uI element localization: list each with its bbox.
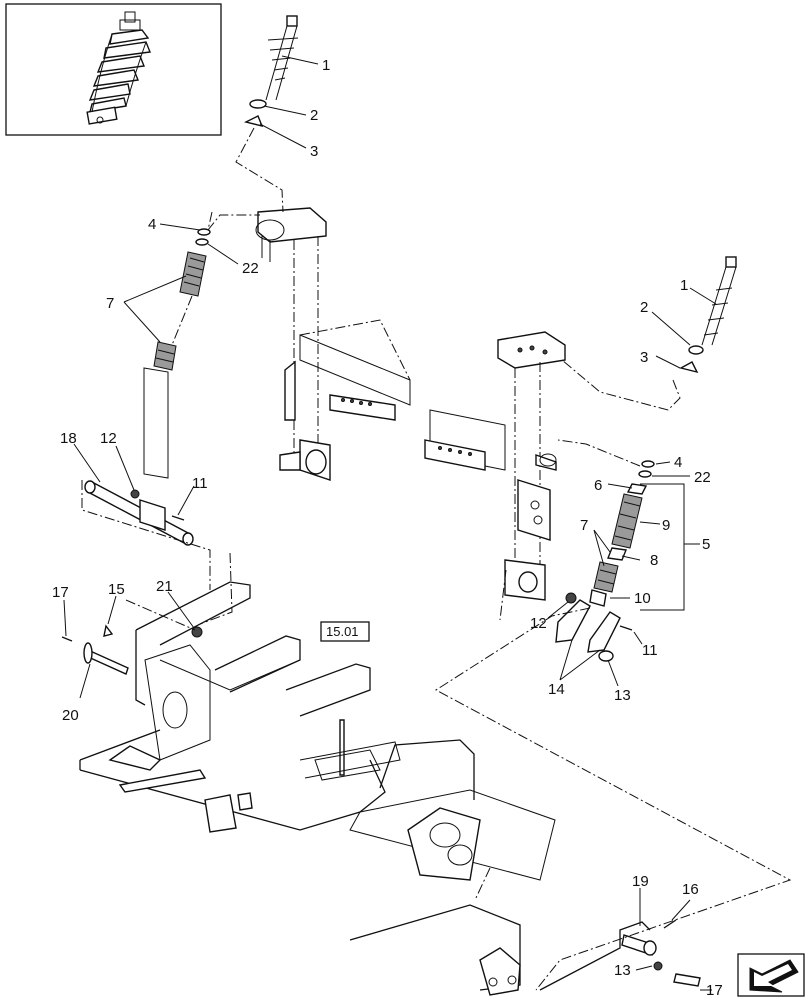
callout-5: 5 — [702, 536, 710, 553]
inset-spring-icon — [86, 11, 151, 125]
lever-19-assembly — [539, 919, 701, 991]
bolt-1-right — [679, 256, 737, 374]
callout-2-left: 2 — [310, 107, 318, 124]
washer-22-right — [638, 470, 652, 478]
callout-17-right: 17 — [706, 982, 723, 999]
installation-lines — [81, 127, 792, 991]
right-post-assembly — [424, 331, 566, 601]
callout-22-left: 22 — [242, 260, 259, 277]
callout-10: 10 — [634, 590, 651, 607]
callout-3-left: 3 — [310, 143, 318, 160]
left-spring-group — [143, 228, 211, 479]
left-post-assembly — [255, 207, 411, 481]
right-spring-group — [555, 460, 655, 662]
callout-15: 15 — [108, 581, 125, 598]
callout-3-right: 3 — [640, 349, 648, 366]
callout-11-left: 11 — [192, 475, 208, 492]
callout-4-right: 4 — [674, 454, 682, 471]
pin-20-assembly — [61, 624, 129, 675]
pin-16 — [663, 919, 677, 929]
shaft-18-assembly — [84, 480, 194, 546]
inset-spring-detail — [5, 3, 222, 136]
bolt-17-right — [673, 973, 701, 987]
bolt-11-right — [619, 625, 633, 631]
washer-2-left — [249, 99, 267, 109]
nut-4-right — [641, 460, 655, 468]
callout-9: 9 — [662, 517, 670, 534]
nut-12-left — [130, 489, 140, 499]
spacer-3-right — [679, 361, 699, 374]
nut-12-right — [565, 592, 577, 604]
callout-2-right: 2 — [640, 299, 648, 316]
callout-17-left: 17 — [52, 584, 69, 601]
callout-labels: 1 2 3 4 22 7 18 12 11 17 15 21 20 1 2 3 … — [52, 57, 723, 999]
callout-20: 20 — [62, 707, 79, 724]
callout-18: 18 — [60, 430, 77, 447]
bolt-11-left — [171, 515, 185, 521]
callout-12-left: 12 — [100, 430, 117, 447]
adapter-8 — [607, 547, 627, 561]
spacer-6 — [626, 483, 648, 495]
washer-13-bottom — [653, 961, 663, 971]
spring-7-lower-left — [153, 341, 177, 371]
callout-12-right: 12 — [530, 615, 547, 632]
callout-1-right: 1 — [680, 277, 688, 294]
link-14-a — [555, 599, 591, 643]
callout-4-left: 4 — [148, 216, 156, 233]
base-frame-right — [349, 739, 556, 996]
cotter-15 — [103, 624, 114, 637]
spacer-3-left — [243, 115, 264, 128]
washer-22-left — [195, 238, 209, 246]
callout-19: 19 — [632, 873, 649, 890]
callout-16: 16 — [682, 881, 699, 898]
spring-9 — [611, 493, 643, 549]
callout-6: 6 — [594, 477, 602, 494]
washer-2-right — [688, 345, 704, 355]
link-14-b — [587, 611, 621, 653]
bolt-17-left — [61, 636, 73, 642]
next-page-arrow-icon[interactable] — [737, 953, 805, 997]
reference-box-label: 15.01 — [326, 624, 359, 639]
callout-13-bottom: 13 — [614, 962, 631, 979]
callout-21: 21 — [156, 578, 173, 595]
nut-21 — [191, 626, 203, 638]
nut-4-left — [197, 228, 211, 236]
callout-8: 8 — [650, 552, 658, 569]
callout-11-right: 11 — [642, 642, 658, 659]
callout-13-right: 13 — [614, 687, 631, 704]
callout-22-right: 22 — [694, 469, 711, 486]
washer-13-right — [598, 650, 614, 662]
callout-1-left: 1 — [322, 57, 330, 74]
spring-7-upper-left — [179, 251, 207, 297]
leader-lines — [63, 55, 717, 991]
base-frame-left — [79, 581, 401, 833]
callout-7-right: 7 — [580, 517, 588, 534]
spring-7-right — [593, 561, 619, 593]
reference-box[interactable]: 15.01 — [320, 621, 370, 642]
bolt-1-left — [243, 15, 299, 128]
fitting-10 — [589, 589, 607, 607]
callout-7-left: 7 — [106, 295, 114, 312]
callout-14: 14 — [548, 681, 565, 698]
